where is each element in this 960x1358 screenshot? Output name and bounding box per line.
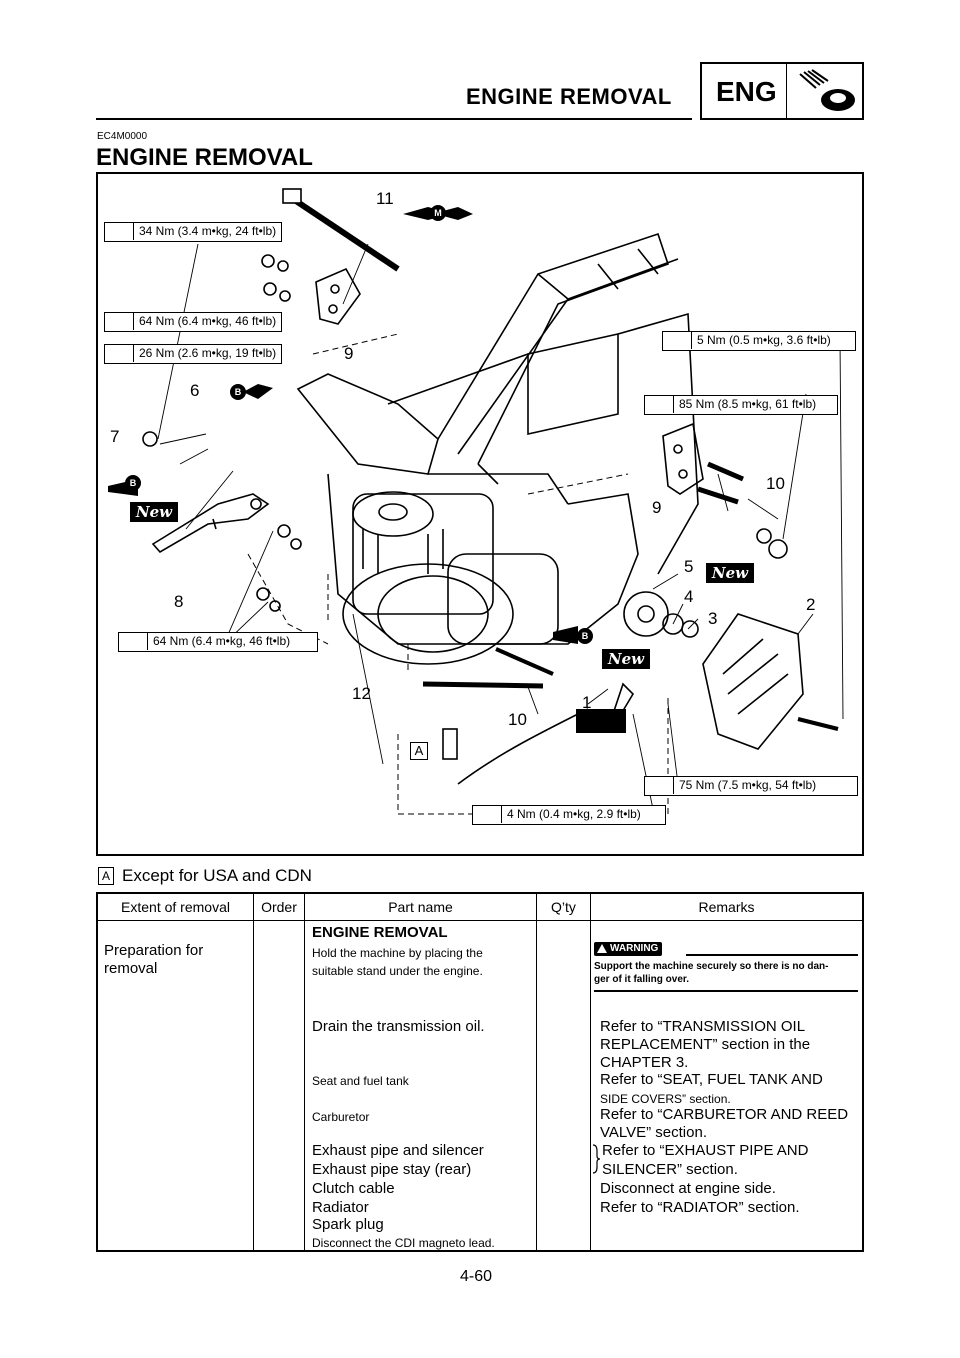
eng-badge: ENG: [700, 62, 864, 120]
diagram-caption: A Except for USA and CDN: [98, 866, 312, 886]
header-rule: [96, 118, 692, 120]
warning-icon: [597, 944, 607, 953]
part-name: Clutch cable: [312, 1180, 395, 1197]
callout-4: 4: [684, 587, 694, 606]
column-header: Extent of removal: [121, 899, 230, 915]
wrench-icon: [473, 806, 502, 823]
remark: Refer to “SEAT, FUEL TANK AND: [600, 1071, 823, 1088]
part-name: Exhaust pipe stay (rear): [312, 1161, 472, 1178]
doc-code: EC4M0000: [97, 131, 148, 142]
torque-label: 34 Nm (3.4 m•kg, 24 ft•lb): [104, 222, 282, 242]
part-heading: ENGINE REMOVAL: [312, 924, 448, 941]
part-name: Spark plug: [312, 1216, 384, 1233]
column-divider: [536, 894, 537, 1250]
new-part-tag: New: [706, 563, 754, 583]
callout-12: 12: [352, 684, 371, 703]
caption-marker: A: [98, 867, 114, 885]
page-number: 4-60: [460, 1268, 493, 1285]
part-name: Exhaust pipe and silencer: [312, 1142, 484, 1159]
column-divider: [253, 894, 254, 1250]
variant-a-marker: A: [410, 742, 428, 760]
exploded-diagram: M B B B 34 Nm (3.4 m•kg, 24 ft•lb) 64 Nm…: [96, 172, 864, 856]
remark: Refer to “TRANSMISSION OIL: [600, 1018, 806, 1035]
callout-8: 8: [174, 592, 184, 611]
warning-text: Support the machine securely so there is…: [594, 961, 829, 985]
callout-5: 5: [684, 557, 694, 576]
page-title: ENGINE REMOVAL: [96, 144, 313, 171]
part-name: suitable stand under the engine.: [312, 964, 483, 978]
torque-label: 64 Nm (6.4 m•kg, 46 ft•lb): [118, 632, 318, 652]
wrench-icon: [119, 633, 148, 650]
section-title: ENGINE REMOVAL: [466, 84, 672, 109]
part-name: Carburetor: [312, 1110, 370, 1124]
callout-11: 11: [376, 189, 394, 208]
lube-b-label: B: [582, 631, 589, 641]
callout-7: 7: [110, 427, 120, 446]
eng-badge-label: ENG: [716, 76, 777, 107]
callout-1: 1: [582, 693, 592, 712]
remark: Refer to “EXHAUST PIPE AND: [602, 1142, 809, 1159]
remark: Refer to “CARBURETOR AND REED: [600, 1106, 849, 1123]
wrench-icon: [645, 396, 674, 413]
remark: REPLACEMENT” section in the: [600, 1036, 811, 1053]
eng-badge-divider: [786, 64, 787, 118]
extent-cell: removal: [104, 960, 158, 977]
lube-b-label: B: [235, 387, 242, 397]
new-part-tag: New: [602, 649, 650, 669]
callout-2: 2: [806, 595, 816, 614]
engine-icon: [799, 69, 855, 111]
remark: SIDE COVERS” section.: [600, 1092, 731, 1106]
lube-b-label: B: [130, 478, 137, 488]
wrench-icon: [105, 345, 134, 362]
wrench-icon: [105, 223, 134, 240]
column-header: Q’ty: [551, 899, 576, 915]
callout-3: 3: [708, 609, 718, 628]
column-header: Part name: [388, 899, 453, 915]
warning-badge: WARNING: [594, 942, 663, 956]
extent-cell: Preparation for: [104, 942, 204, 959]
callout-9: 9: [344, 344, 354, 363]
torque-label: 75 Nm (7.5 m•kg, 54 ft•lb): [644, 776, 858, 796]
lube-m-label: M: [434, 208, 442, 218]
column-header: Order: [261, 899, 297, 915]
column-divider: [304, 894, 305, 1250]
column-divider: [590, 894, 591, 1250]
remark: SILENCER” section.: [602, 1161, 738, 1178]
wrench-icon: [105, 313, 134, 330]
column-header: Remarks: [698, 899, 755, 915]
remark: Disconnect at engine side.: [600, 1180, 776, 1197]
remark: VALVE” section.: [600, 1124, 707, 1141]
brace-icon: [592, 1144, 601, 1174]
wrench-icon: [663, 332, 692, 349]
wrench-icon: [645, 777, 674, 794]
torque-label: 26 Nm (2.6 m•kg, 19 ft•lb): [104, 344, 282, 364]
engine-frame-illustration: M B B B: [108, 188, 844, 815]
remark: CHAPTER 3.: [600, 1054, 689, 1071]
torque-label: 5 Nm (0.5 m•kg, 3.6 ft•lb): [662, 331, 856, 351]
torque-label: 64 Nm (6.4 m•kg, 46 ft•lb): [104, 312, 282, 332]
remark: Refer to “RADIATOR” section.: [600, 1199, 800, 1216]
torque-label: 85 Nm (8.5 m•kg, 61 ft•lb): [644, 395, 838, 415]
callout-10: 10: [766, 474, 785, 493]
warning-rule: [686, 954, 858, 956]
header-divider: [98, 920, 862, 921]
part-name: Disconnect the CDI magneto lead.: [312, 1236, 495, 1250]
part-name: Seat and fuel tank: [312, 1074, 409, 1088]
callout-6: 6: [190, 381, 200, 400]
part-name: Radiator: [312, 1199, 369, 1216]
removal-table: Extent of removal Order Part name Q’ty R…: [96, 892, 864, 1252]
warning-rule: [594, 990, 858, 992]
torque-label: 4 Nm (0.4 m•kg, 2.9 ft•lb): [472, 805, 666, 825]
callout-10: 10: [508, 710, 527, 729]
callout-9: 9: [652, 498, 662, 517]
caption-text: Except for USA and CDN: [122, 866, 312, 885]
part-name: Drain the transmission oil.: [312, 1018, 485, 1035]
part-name: Hold the machine by placing the: [312, 946, 483, 960]
new-part-tag: New: [130, 502, 178, 522]
